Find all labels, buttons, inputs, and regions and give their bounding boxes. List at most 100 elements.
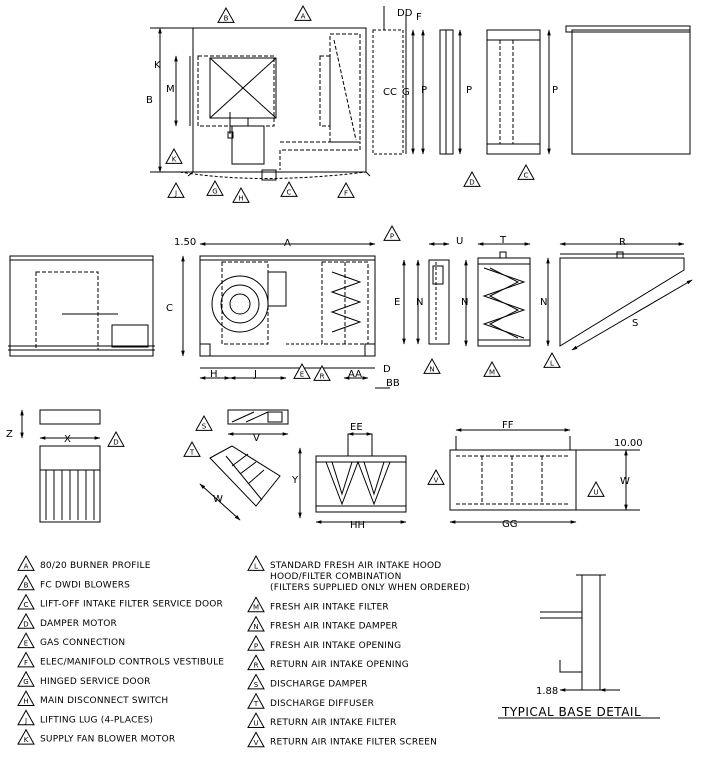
legend-key-l: L [247, 554, 265, 571]
legend-text-b: FC DWDI BLOWERS [40, 580, 130, 590]
svg-text:K: K [172, 155, 177, 163]
callout-G-top-4: G [206, 179, 224, 196]
legend-text-r: RETURN AIR INTAKE OPENING [270, 660, 409, 670]
legend-text-k: SUPPLY FAN BLOWER MOTOR [40, 735, 175, 745]
dim-W-diffuser: W [213, 494, 223, 505]
svg-text:F: F [344, 189, 348, 197]
svg-text:F: F [24, 659, 28, 667]
svg-text:P: P [390, 232, 394, 240]
legend-text-e: GAS CONNECTION [40, 638, 125, 648]
svg-text:G: G [212, 187, 217, 195]
legend-key-u: U [247, 712, 265, 728]
front-dimensions [181, 242, 406, 389]
callout-V-lower-3: V [427, 468, 445, 485]
dim-U: U [456, 236, 463, 247]
legend-key-f: F [17, 651, 35, 668]
callout-E-front-1: E [293, 362, 311, 379]
svg-text:A: A [301, 12, 306, 20]
dim-DD: DD [397, 8, 413, 19]
legend-text-a: 80/20 BURNER PROFILE [40, 561, 151, 571]
svg-text:L: L [550, 359, 554, 367]
dim-P-3: P [552, 85, 558, 96]
callout-K-top-2: K [165, 147, 183, 164]
front-elevation [8, 255, 376, 357]
legend-key-j: J [17, 709, 35, 726]
top-view-dimensions [150, 6, 551, 173]
svg-text:V: V [434, 476, 439, 484]
legend-key-v: V [247, 731, 265, 748]
legend-key-m: M [247, 596, 265, 613]
svg-text:B: B [224, 14, 229, 22]
svg-text:M: M [489, 368, 495, 376]
svg-text:R: R [254, 662, 259, 670]
svg-text:L: L [254, 562, 258, 570]
callout-P-front-0: P [383, 224, 401, 241]
legend-key-e: E [17, 632, 35, 649]
legend-text-g: HINGED SERVICE DOOR [40, 677, 151, 687]
callout-T-lower-2: T [183, 440, 201, 457]
svg-text:H: H [23, 698, 28, 706]
legend-key-r: R [247, 654, 265, 671]
callout-H-top-5: H [232, 186, 250, 203]
legend-text-l-extra-1: (FILTERS SUPPLIED ONLY WHEN ORDERED) [270, 583, 470, 593]
svg-text:T: T [253, 700, 259, 708]
dim-CC: CC [383, 87, 397, 98]
svg-text:S: S [202, 422, 207, 430]
dim-S: S [632, 318, 638, 329]
dim-N-3: N [540, 297, 547, 308]
svg-text:P: P [254, 642, 258, 650]
legend-text-v: RETURN AIR INTAKE FILTER SCREEN [270, 737, 437, 747]
svg-text:C: C [287, 188, 292, 196]
svg-text:U: U [593, 488, 598, 496]
legend-text-p: FRESH AIR INTAKE OPENING [270, 641, 401, 651]
legend-text-h: MAIN DISCONNECT SWITCH [40, 696, 168, 706]
dim-F: F [416, 12, 422, 23]
base-detail-title: TYPICAL BASE DETAIL [501, 705, 641, 719]
legend-key-p: P [247, 634, 265, 651]
dim-W-screen: W [620, 476, 630, 487]
svg-text:U: U [253, 720, 258, 728]
svg-text:D: D [113, 438, 118, 446]
callout-L-side-2: L [543, 351, 561, 368]
svg-text:E: E [24, 640, 28, 648]
svg-text:B: B [24, 582, 29, 590]
legend-key-n: N [247, 615, 265, 632]
dim-G: G [402, 87, 410, 98]
filter-screen-detail [449, 428, 640, 524]
legend-text-t: DISCHARGE DIFFUSER [270, 699, 374, 709]
dim-10-00: 10.00 [614, 438, 643, 449]
legend-text-l-extra-0: HOOD/FILTER COMBINATION [270, 572, 402, 582]
callout-D-lower-0: D [107, 430, 125, 447]
dim-GG: GG [502, 519, 518, 530]
svg-text:T: T [189, 448, 195, 456]
svg-text:J: J [174, 189, 177, 197]
callout-F-top-7: F [337, 181, 355, 198]
dim-T: T [499, 235, 507, 246]
legend-key-d: D [17, 612, 35, 629]
dim-J: J [253, 369, 257, 380]
callout-C-top-9: C [517, 163, 535, 180]
svg-text:A: A [24, 562, 29, 570]
svg-text:G: G [23, 678, 28, 686]
svg-text:V: V [254, 739, 259, 747]
dim-H: H [210, 369, 218, 380]
legend-text-s: DISCHARGE DAMPER [270, 680, 368, 690]
callout-N-side-0: N [423, 357, 441, 374]
dim-1-50: 1.50 [174, 237, 196, 248]
callout-triangles: B A K J G H C F D C P E R N M L D S T V U [107, 4, 605, 497]
legend-text-d: DAMPER MOTOR [40, 619, 117, 629]
dim-V: V [253, 433, 260, 444]
legend-key-t: T [247, 692, 265, 709]
callout-M-side-1: M [483, 360, 501, 377]
callout-C-top-6: C [280, 180, 298, 197]
svg-text:S: S [254, 681, 259, 689]
svg-text:N: N [429, 365, 434, 373]
callout-U-lower-4: U [587, 480, 605, 497]
callout-B-top-0: B [217, 6, 235, 23]
callout-D-top-8: D [463, 170, 481, 187]
svg-text:R: R [320, 372, 325, 380]
dim-BB: BB [386, 378, 400, 389]
dim-X: X [64, 434, 71, 445]
svg-text:H: H [238, 194, 243, 202]
